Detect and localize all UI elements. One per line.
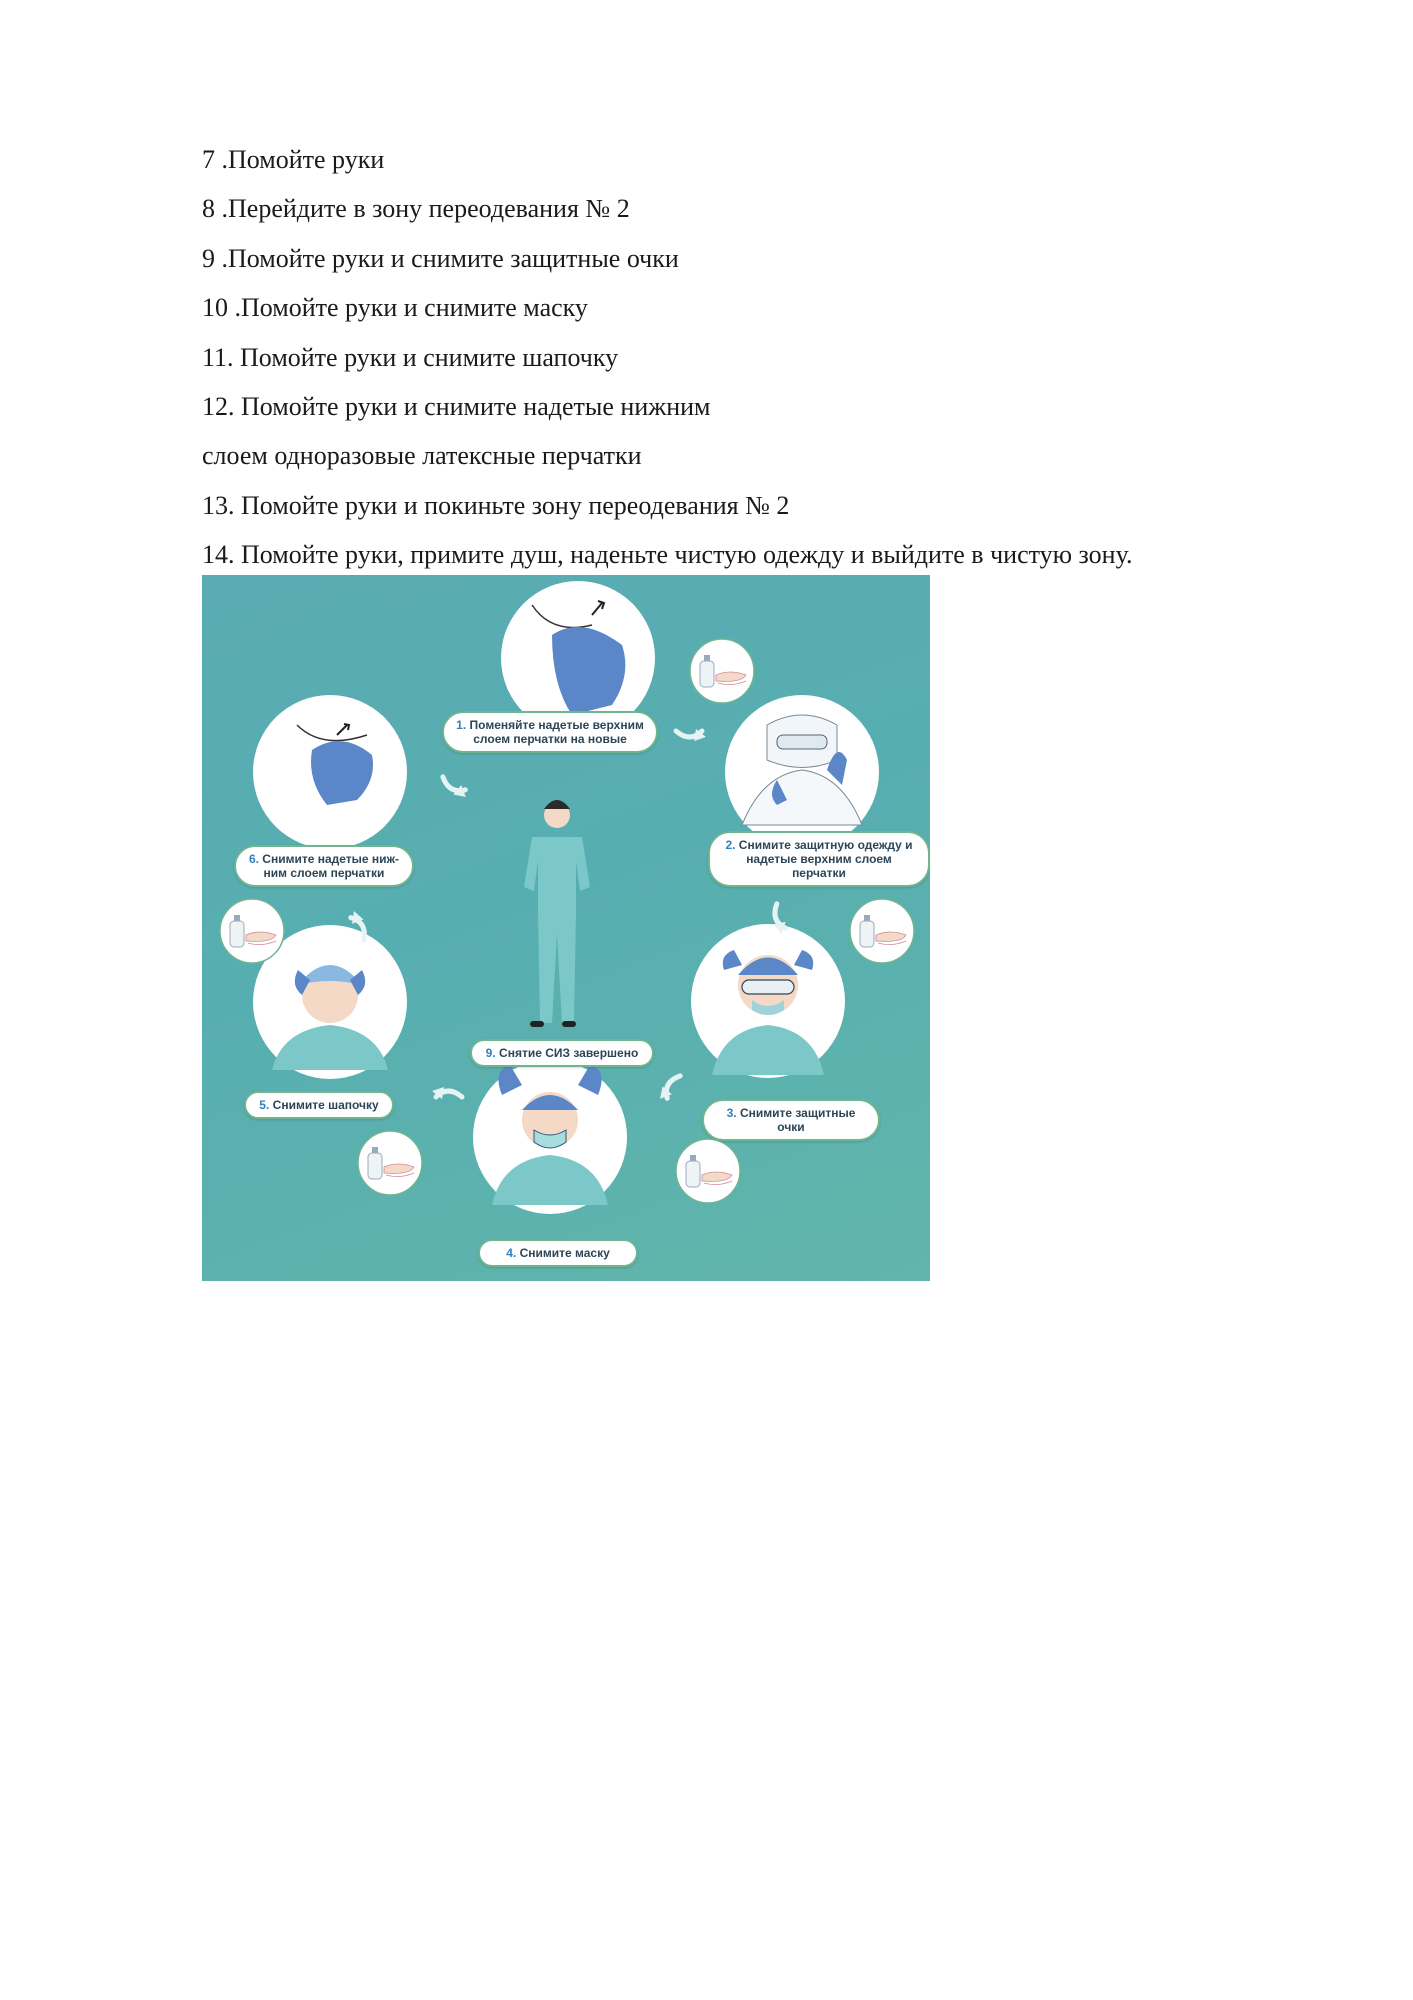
hand-sanitizer-icon [219, 898, 285, 964]
hand-sanitizer-icon [357, 1130, 423, 1196]
instruction-list: 7 .Помойте руки 8 .Перейдите в зону пере… [202, 135, 1302, 580]
label-step-4: 4. Снимите маску [478, 1239, 638, 1267]
hand-sanitizer-icon [689, 638, 755, 704]
curved-arrow-icon [432, 1087, 462, 1099]
standing-person-icon [524, 800, 590, 1027]
glove-change-icon [501, 581, 655, 735]
inner-glove-removal-icon [253, 695, 407, 849]
curved-arrow-icon [438, 775, 470, 800]
label-step-1: 1. Поменяйте надетые верхним слоем перча… [442, 711, 658, 753]
mask-removal-icon [473, 1060, 627, 1214]
gown-removal-icon [725, 695, 879, 849]
label-step-3: 3. Снимите защитные очки [702, 1099, 880, 1141]
step-10: 10 .Помойте руки и снимите маску [202, 293, 588, 323]
hand-sanitizer-icon [675, 1138, 741, 1204]
step-11: 11. Помойте руки и снимите шапочку [202, 342, 619, 372]
step-12: 12. Помойте руки и снимите надетые нижни… [202, 392, 711, 422]
curved-arrow-icon [657, 1071, 682, 1103]
step-8: 8 .Перейдите в зону переодевания № 2 [202, 194, 630, 224]
step-14: 14. Помойте руки, примите душ, наденьте … [202, 540, 1133, 570]
cap-removal-icon [253, 925, 407, 1079]
label-step-9: 9. Снятие СИЗ завершено [470, 1039, 654, 1067]
step-12-continued: слоем одноразовые латексные перчатки [202, 441, 642, 471]
step-7: 7 .Помойте руки [202, 145, 385, 174]
goggles-removal-icon [691, 924, 845, 1078]
label-step-2: 2. Снимите защитную одежду и надетые вер… [708, 831, 930, 887]
infographic-artwork [219, 581, 915, 1214]
hand-sanitizer-icon [849, 898, 915, 964]
label-step-5: 5. Снимите шапочку [244, 1091, 394, 1119]
step-9: 9 .Помойте руки и снимите защитные очки [202, 243, 679, 273]
curved-arrow-icon [676, 729, 706, 741]
label-step-6: 6. Снимите надетые ниж-ним слоем перчатк… [234, 845, 414, 887]
step-13: 13. Помойте руки и покиньте зону переоде… [202, 490, 790, 520]
ppe-removal-infographic: 1. Поменяйте надетые верхним слоем перча… [202, 575, 930, 1281]
